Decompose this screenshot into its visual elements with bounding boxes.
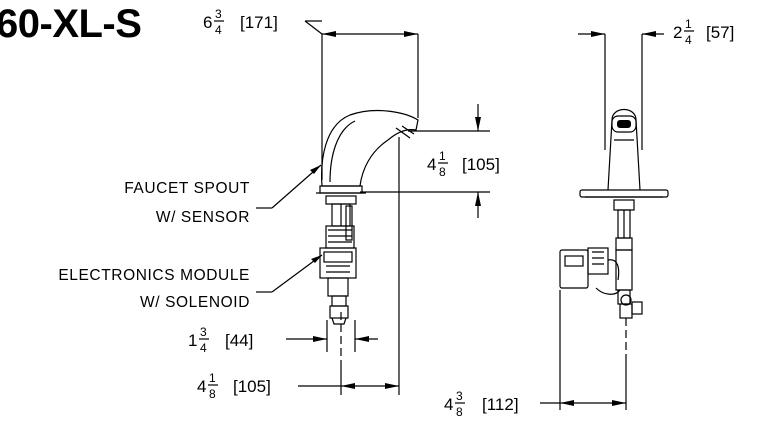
dim-whole: 2: [673, 23, 682, 42]
faucet-front-view: [559, 108, 669, 360]
dim-numerator: 1: [439, 149, 446, 163]
dim-whole: 4: [197, 377, 206, 396]
dim-denominator: 4: [215, 23, 222, 37]
dimension-spout-width: 2 1 4 [57]: [578, 17, 734, 150]
callout-electronics-module: ELECTRONICS MODULE W/ SOLENOID: [58, 254, 323, 311]
faucet-side-view: [316, 109, 419, 360]
dim-denominator: 4: [200, 341, 207, 355]
dim-mm: [44]: [225, 331, 253, 350]
callout-spout-line2: W/ SENSOR: [156, 209, 250, 226]
dim-numerator: 3: [215, 7, 222, 21]
dim-numerator: 1: [209, 371, 216, 385]
dim-mm: [57]: [706, 23, 734, 42]
dim-numerator: 3: [200, 325, 207, 339]
callout-module-line2: W/ SOLENOID: [140, 294, 250, 311]
dimension-projection: 4 1 8 [105]: [197, 137, 400, 401]
dim-whole: 1: [188, 331, 197, 350]
dim-whole: 6: [203, 13, 212, 32]
dim-numerator: 1: [685, 17, 692, 31]
callout-spout-line1: FAUCET SPOUT: [124, 180, 250, 197]
dimension-overall-reach: 6 3 4 [171]: [203, 7, 419, 180]
dim-numerator: 3: [456, 389, 463, 403]
dim-whole: 4: [444, 395, 453, 414]
dim-denominator: 4: [685, 33, 692, 47]
dim-whole: 4: [427, 155, 436, 174]
drawing-title: 60-XL-S: [0, 2, 142, 46]
dim-denominator: 8: [439, 165, 446, 179]
dimension-spout-height: 4 1 8 [105]: [360, 104, 500, 218]
dimension-module-offset: 4 3 8 [112]: [444, 290, 627, 419]
dim-mm: [105]: [462, 155, 500, 174]
dim-mm: [112]: [482, 395, 519, 414]
dim-mm: [171]: [240, 13, 278, 32]
dimension-inlet-offset: 1 3 4 [44]: [188, 320, 378, 355]
callout-faucet-spout: FAUCET SPOUT W/ SENSOR: [124, 164, 322, 226]
callout-module-line1: ELECTRONICS MODULE: [58, 267, 250, 284]
dim-mm: [105]: [233, 377, 271, 396]
dim-denominator: 8: [209, 387, 216, 401]
dim-denominator: 8: [456, 405, 463, 419]
